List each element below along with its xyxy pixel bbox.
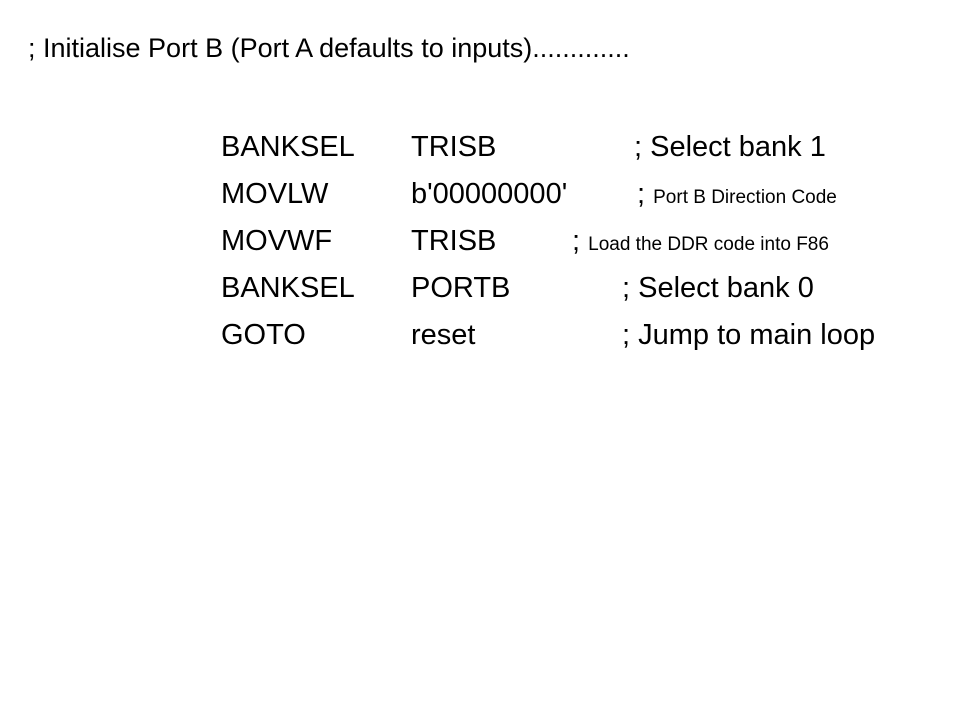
comment-semicolon: ; [637, 178, 646, 210]
comment: ; Select bank 1 [634, 128, 826, 166]
comment-text: Jump to main loop [638, 319, 876, 351]
operand: b'00000000' [411, 178, 568, 210]
code-line-4: BANKSEL PORTB ; Select bank 0 [0, 269, 960, 316]
comment-text: Load the DDR code into F86 [588, 234, 829, 255]
comment-semicolon: ; [572, 225, 581, 257]
comment-semicolon: ; [622, 319, 631, 351]
mnemonic: MOVLW [221, 178, 329, 210]
code-line-5: GOTO reset ; Jump to main loop [0, 316, 960, 363]
comment: ; Port B Direction Code [637, 175, 837, 217]
comment-semicolon: ; [634, 131, 643, 163]
mnemonic: BANKSEL [221, 131, 355, 163]
operand: TRISB [411, 225, 497, 257]
mnemonic: MOVWF [221, 225, 333, 257]
code-line-1: BANKSEL TRISB ; Select bank 1 [0, 128, 960, 175]
operand: PORTB [411, 272, 511, 304]
comment: ; Load the DDR code into F86 [572, 222, 829, 264]
comment-text: Port B Direction Code [653, 187, 837, 208]
comment-text: Select bank 0 [638, 272, 814, 304]
mnemonic: GOTO [221, 319, 306, 351]
comment: ; Select bank 0 [622, 269, 814, 307]
operand: TRISB [411, 131, 497, 163]
comment-semicolon: ; [622, 272, 631, 304]
code-line-2: MOVLW b'00000000' ; Port B Direction Cod… [0, 175, 960, 222]
section-heading: ; Initialise Port B (Port A defaults to … [28, 33, 630, 63]
mnemonic: BANKSEL [221, 272, 355, 304]
operand: reset [411, 319, 476, 351]
comment: ; Jump to main loop [622, 316, 875, 354]
comment-text: Select bank 1 [650, 131, 826, 163]
code-block: BANKSEL TRISB ; Select bank 1 MOVLW b'00… [0, 128, 960, 363]
code-line-3: MOVWF TRISB ; Load the DDR code into F86 [0, 222, 960, 269]
